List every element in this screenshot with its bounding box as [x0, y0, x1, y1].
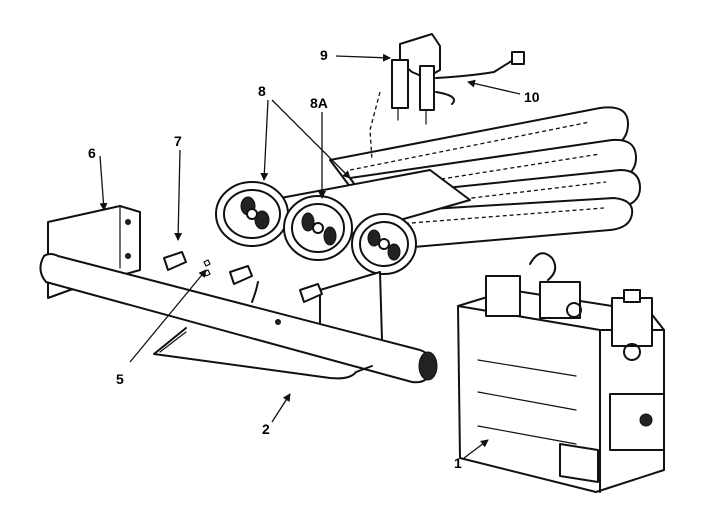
- callout-9: 9: [320, 47, 328, 63]
- callout-2: 2: [262, 421, 270, 437]
- callout-10: 10: [524, 89, 540, 105]
- manifold-pipe: [39, 253, 438, 384]
- pilot-assembly: [369, 33, 441, 161]
- pilot-tubing: [153, 327, 373, 380]
- callout-8a: 8A: [310, 95, 328, 111]
- callout-8: 8: [258, 83, 266, 99]
- callout-labels: 1 2 5 6 7 8 8A 9 10: [88, 47, 540, 471]
- burner-air-shutter-center: [283, 195, 353, 261]
- burner-orifices: [163, 251, 323, 303]
- burner-air-shutter-left: [215, 181, 289, 247]
- callout-6: 6: [88, 145, 96, 161]
- gas-valve: [457, 252, 665, 493]
- thermocouple: [435, 51, 525, 105]
- callout-5: 5: [116, 371, 124, 387]
- leader-lines: [99, 53, 521, 459]
- burner-air-shutter-right: [351, 213, 417, 275]
- callout-7: 7: [174, 133, 182, 149]
- callout-1: 1: [454, 455, 462, 471]
